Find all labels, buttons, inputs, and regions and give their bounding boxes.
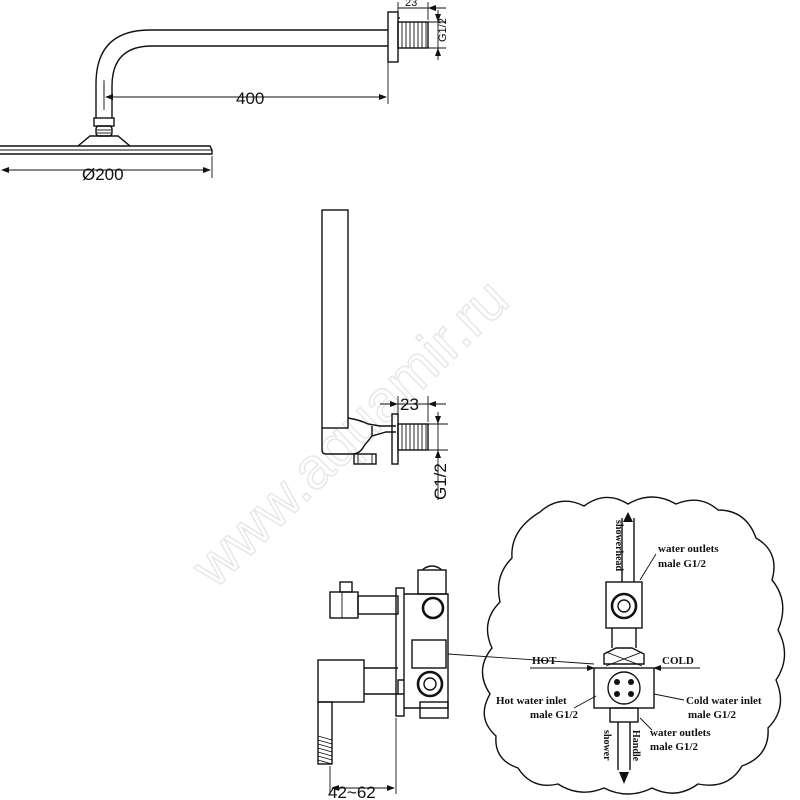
- top-outlet-label-2: male G1/2: [658, 558, 706, 570]
- outlet-thread-lines: [401, 424, 427, 450]
- lever-knurl: [317, 735, 333, 765]
- arm-flange-depth-dimension: 23: [405, 0, 417, 9]
- watermark-text: www.aquamir.ru: [178, 266, 521, 600]
- bottom-outlet-label-2: male G1/2: [650, 741, 698, 753]
- bottom-outlet-label-1: water outlets: [650, 727, 711, 739]
- arm-thread-dimension: G1/2: [437, 18, 449, 42]
- handle-label: Handle: [630, 730, 641, 762]
- top-outlet-label-1: water outlets: [658, 543, 719, 555]
- shower-label: shower: [601, 730, 612, 761]
- outlet-thread-dimension: G1/2: [431, 463, 450, 500]
- cold-inlet-label-1: Cold water inlet: [686, 695, 762, 707]
- arm-thread-lines: [401, 22, 427, 48]
- shower-arm-drawing: 400 Ø200 23 G1/2: [0, 0, 449, 184]
- connection-detail-bubble: showerhead water outlets male G1/2 HOT H…: [481, 496, 786, 795]
- hot-label: HOT: [532, 655, 557, 667]
- arm-length-dimension: 400: [236, 89, 264, 108]
- cold-label: COLD: [662, 655, 694, 667]
- hot-inlet-label-1: Hot water inlet: [496, 695, 567, 707]
- wall-outlet-drawing: 23 G1/2: [321, 209, 450, 500]
- outlet-flange-depth-dimension: 23: [400, 395, 419, 414]
- valve-side-view: 42~62: [317, 565, 595, 800]
- hot-inlet-label-2: male G1/2: [530, 709, 578, 721]
- head-diameter-dimension: Ø200: [82, 165, 124, 184]
- valve-depth-dimension: 42~62: [328, 783, 376, 800]
- cold-inlet-label-2: male G1/2: [688, 709, 736, 721]
- detail-cloud-outline: [481, 496, 786, 795]
- showerhead-label: showerhead: [613, 520, 624, 572]
